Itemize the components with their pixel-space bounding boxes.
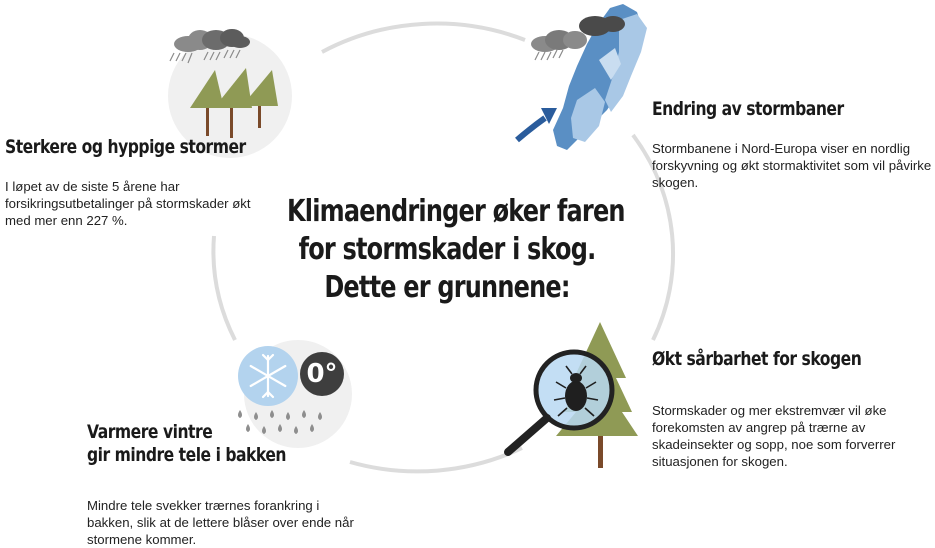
insect-magnifier-illustration (504, 322, 638, 468)
item2-heading: Endring av stormbaner (652, 98, 844, 120)
snowflake-icon (238, 346, 298, 406)
center-title-line2: for stormskader i skog. (298, 232, 597, 267)
center-title-line1: Klimaendringer øker faren (287, 194, 626, 229)
center-title: Klimaendringer øker faren for stormskade… (287, 193, 626, 307)
item4-heading-line1: Varmere vintre (87, 421, 213, 443)
winter-illustration (238, 340, 352, 448)
storm-trees-illustration (168, 29, 292, 158)
raindrops-icon (238, 410, 322, 434)
pine-trees-icon (190, 68, 278, 138)
scandinavia-map-illustration (515, 4, 647, 150)
item2-text: Stormbanene i Nord-Europa viser en nordl… (652, 141, 932, 190)
item4-heading-line2: gir mindre tele i bakken (87, 443, 287, 466)
item4-heading: Varmere vintre gir mindre tele i bakken (87, 421, 287, 467)
item4-text: Mindre tele svekker trærnes forankring i… (87, 498, 354, 547)
storm-cloud-icon (169, 29, 250, 64)
center-title-line3: Dette er grunnene: (324, 270, 570, 305)
arrow-icon (515, 108, 557, 143)
scandinavia-map-icon (553, 4, 647, 150)
item1-text: I løpet av de siste 5 årene har forsikri… (5, 179, 251, 228)
beetle-icon (553, 365, 599, 417)
item3-text: Stormskader og mer ekstremvær vil øke fo… (652, 403, 896, 469)
item3-heading: Økt sårbarhet for skogen (652, 348, 862, 370)
storm-cloud-icon (531, 16, 625, 61)
temperature-badge-bg (300, 352, 344, 396)
item1-heading: Sterkere og hyppige stormer (5, 136, 246, 158)
magnifier-icon (504, 349, 615, 456)
temperature-badge: 0° (306, 359, 338, 389)
